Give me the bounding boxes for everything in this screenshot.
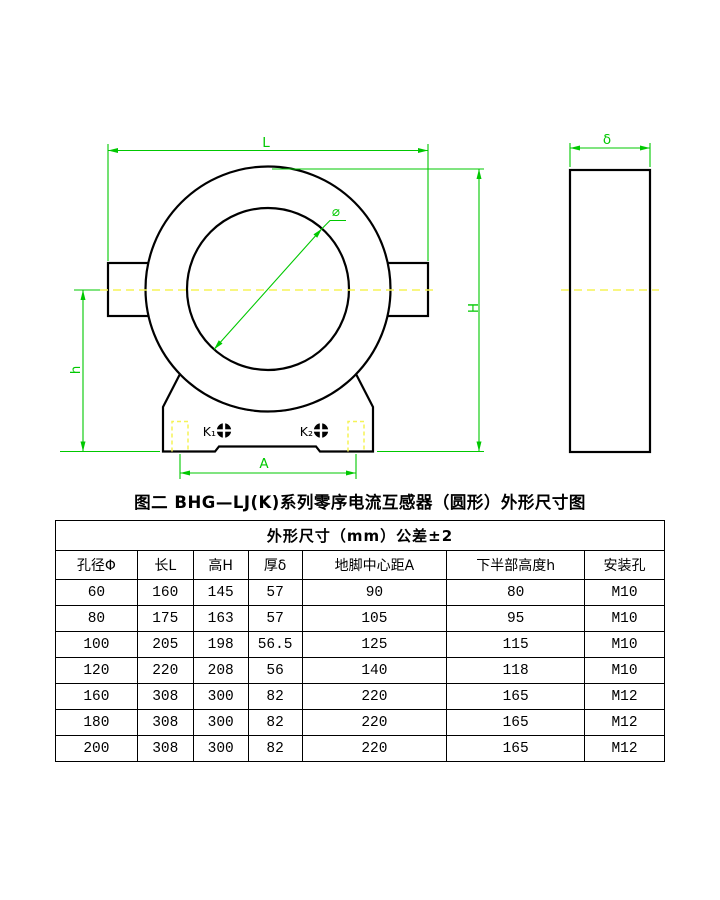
table-header-row: 孔径Φ 长L 高H 厚δ 地脚中心距A 下半部高度h 安装孔 xyxy=(55,550,665,580)
table-cell: 220 xyxy=(136,657,194,684)
front-view xyxy=(106,165,430,453)
table-cell: 165 xyxy=(446,683,586,710)
table-cell: 115 xyxy=(446,631,586,658)
spec-table: 外形尺寸（mm）公差±2 孔径Φ 长L 高H 厚δ 地脚中心距A 下半部高度h … xyxy=(55,520,665,762)
column-header: 孔径Φ xyxy=(55,550,138,580)
table-cell: 57 xyxy=(247,605,303,632)
terminal-k2-label: K₂ xyxy=(300,424,313,439)
table-cell: 82 xyxy=(247,709,303,736)
figure-caption: 图二 BHG—LJ(K)系列零序电流互感器（圆形）外形尺寸图 xyxy=(134,493,586,512)
table-cell: 125 xyxy=(301,631,448,658)
side-view xyxy=(568,168,652,454)
label-L: L xyxy=(262,135,270,151)
table-cell: M12 xyxy=(584,709,665,736)
table-cell: 308 xyxy=(136,683,194,710)
dimension-H xyxy=(272,168,484,453)
table-cell: 308 xyxy=(136,709,194,736)
left-foot-hole xyxy=(171,420,189,452)
table-row: 160 308 300 82 220 165 M12 xyxy=(55,683,665,710)
dimension-delta xyxy=(569,143,651,167)
table-cell: 80 xyxy=(446,579,586,606)
table-cell: 208 xyxy=(192,657,249,684)
table-cell: M10 xyxy=(584,631,665,658)
dimension-L xyxy=(107,144,429,261)
table-cell: 100 xyxy=(55,631,138,658)
table-cell: 220 xyxy=(301,735,448,762)
table-row: 60 160 145 57 90 80 M10 xyxy=(55,579,665,606)
table-cell: 57 xyxy=(247,579,303,606)
table-cell: M10 xyxy=(584,579,665,606)
table-cell: 198 xyxy=(192,631,249,658)
table-title-row: 外形尺寸（mm）公差±2 xyxy=(55,520,665,551)
label-A: A xyxy=(259,456,269,472)
table-cell: 82 xyxy=(247,735,303,762)
label-delta: δ xyxy=(603,132,611,148)
table-cell: 220 xyxy=(301,683,448,710)
column-header: 长L xyxy=(136,550,194,580)
label-h: h xyxy=(68,366,84,375)
table-cell: 163 xyxy=(192,605,249,632)
dimension-labels: L H h A δ ⌀ xyxy=(68,132,611,472)
terminals: K₁ K₂ xyxy=(203,423,329,439)
table-cell: 300 xyxy=(192,683,249,710)
dimensions xyxy=(60,143,651,479)
table-cell: 200 xyxy=(55,735,138,762)
column-header: 厚δ xyxy=(247,550,303,580)
table-cell: M10 xyxy=(584,605,665,632)
label-phi: ⌀ xyxy=(332,204,340,220)
table-cell: 90 xyxy=(301,579,448,606)
column-header: 高H xyxy=(192,550,249,580)
table-cell: 145 xyxy=(192,579,249,606)
table-cell: 95 xyxy=(446,605,586,632)
right-foot-hole xyxy=(347,420,365,452)
table-title: 外形尺寸（mm）公差±2 xyxy=(55,520,665,551)
table-cell: 80 xyxy=(55,605,138,632)
table-cell: M10 xyxy=(584,657,665,684)
table-cell: 56.5 xyxy=(247,631,303,658)
table-cell: 220 xyxy=(301,709,448,736)
table-cell: 105 xyxy=(301,605,448,632)
dimension-A xyxy=(179,454,357,479)
table-cell: 300 xyxy=(192,709,249,736)
table-cell: 60 xyxy=(55,579,138,606)
table-cell: M12 xyxy=(584,683,665,710)
table-row: 80 175 163 57 105 95 M10 xyxy=(55,605,665,632)
table-cell: M12 xyxy=(584,735,665,762)
terminal-k1-label: K₁ xyxy=(203,424,216,439)
table-cell: 165 xyxy=(446,709,586,736)
table-cell: 56 xyxy=(247,657,303,684)
column-header: 下半部高度h xyxy=(446,550,586,580)
table-row: 200 308 300 82 220 165 M12 xyxy=(55,735,665,762)
column-header: 地脚中心距A xyxy=(301,550,448,580)
table-cell: 300 xyxy=(192,735,249,762)
side-view-outline xyxy=(568,168,652,454)
table-cell: 118 xyxy=(446,657,586,684)
table-cell: 175 xyxy=(136,605,194,632)
table-row: 120 220 208 56 140 118 M10 xyxy=(55,657,665,684)
dimension-phi xyxy=(213,219,346,350)
table-cell: 82 xyxy=(247,683,303,710)
table-cell: 120 xyxy=(55,657,138,684)
table-row: 100 205 198 56.5 125 115 M10 xyxy=(55,631,665,658)
label-H: H xyxy=(466,303,482,313)
table-cell: 308 xyxy=(136,735,194,762)
table-cell: 180 xyxy=(55,709,138,736)
table-cell: 205 xyxy=(136,631,194,658)
table-cell: 160 xyxy=(55,683,138,710)
table-cell: 140 xyxy=(301,657,448,684)
table-cell: 165 xyxy=(446,735,586,762)
table-cell: 160 xyxy=(136,579,194,606)
centerlines xyxy=(100,289,659,452)
column-header: 安装孔 xyxy=(584,550,665,580)
table-row: 180 308 300 82 220 165 M12 xyxy=(55,709,665,736)
